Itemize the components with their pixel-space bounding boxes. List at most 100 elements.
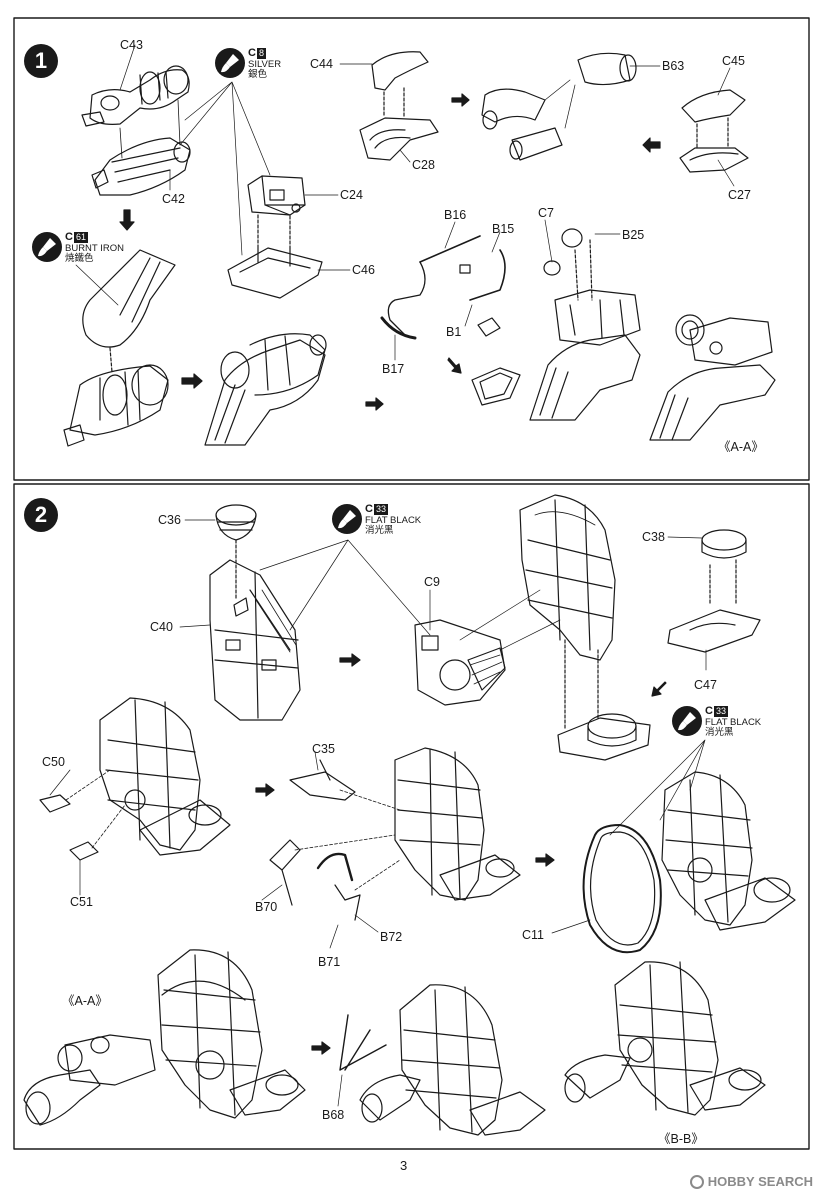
part-label-c43: C43 (120, 38, 143, 52)
bulkhead-lower-left-drawing (157, 949, 306, 1119)
flow-arrow-right (339, 653, 361, 667)
part-label-b15: B15 (492, 222, 515, 236)
part-c24-drawing (247, 175, 306, 216)
paint-number: 33 (373, 504, 388, 515)
step-2-number: 2 (24, 498, 58, 532)
paint-name-cn: 銀色 (248, 69, 268, 80)
part-label-c40: C40 (150, 620, 173, 634)
part-b1-drawing (471, 367, 521, 406)
part-c40-drawing (209, 559, 301, 721)
flow-arrow-down-left (651, 681, 667, 697)
part-label-c9: C9 (424, 575, 440, 589)
paint-code: C (365, 503, 373, 515)
paint-brush-icon (672, 706, 702, 736)
step-1-number: 1 (24, 44, 58, 78)
paint-brush-icon (332, 504, 362, 534)
part-label-c42: C42 (162, 192, 185, 206)
engine-subassembly-drawing (63, 347, 169, 447)
step-2-frame (13, 483, 810, 1150)
paint-name: BURNT IRON (65, 242, 124, 254)
part-c27-drawing (679, 117, 749, 173)
flow-arrow-right (451, 93, 470, 107)
flow-arrow-right (365, 397, 384, 411)
base-plate-drawing (557, 713, 651, 761)
part-c44-drawing (371, 51, 429, 91)
part-label-b71: B71 (318, 955, 341, 969)
part-label-b72: B72 (380, 930, 403, 944)
flow-arrow-right (181, 373, 203, 389)
paint-name: FLAT BLACK (705, 716, 762, 728)
paint-number: 8 (256, 48, 266, 59)
section-label-a-a: 《A-A》 (718, 440, 764, 454)
part-c28-drawing (359, 87, 439, 161)
part-label-c36: C36 (158, 513, 181, 527)
part-label-b16: B16 (444, 208, 467, 222)
part-label-c27: C27 (728, 188, 751, 202)
flow-arrow-right (311, 1041, 331, 1055)
bulkhead-c50-c51-drawing (39, 697, 231, 861)
engine-assembly-complete-drawing (649, 314, 776, 441)
part-label-c35: C35 (312, 742, 335, 756)
part-c38-drawing (701, 529, 747, 559)
watermark-text: HOBBY SEARCH (707, 1174, 813, 1189)
paint-name-cn: 焼鐵色 (65, 253, 94, 264)
part-label-c38: C38 (642, 530, 665, 544)
engine-with-duct-drawing (204, 333, 327, 446)
part-label-c7: C7 (538, 206, 554, 220)
paint-code: C (248, 47, 256, 59)
part-label-c50: C50 (42, 755, 65, 769)
part-c9-drawing (414, 619, 506, 706)
part-c43-drawing (81, 65, 190, 127)
page-number: 3 (400, 1158, 408, 1173)
paint-number: 33 (713, 706, 728, 717)
part-b63-drawing (481, 52, 637, 161)
part-label-b63: B63 (662, 59, 685, 73)
bulkhead-c35-drawing (269, 747, 521, 921)
watermark: HOBBY SEARCH (689, 1174, 813, 1189)
step-1-frame (13, 17, 810, 481)
bulkhead-drawing (519, 494, 616, 661)
part-label-c51: C51 (70, 895, 93, 909)
section-a-a-assembly-drawing (23, 1034, 156, 1126)
part-c47-drawing (667, 559, 761, 653)
paint-brush-icon (215, 48, 245, 78)
paint-code: C (65, 231, 73, 243)
flow-arrow-down-left (447, 357, 462, 374)
paint-brush-icon (32, 232, 62, 262)
part-label-c47: C47 (694, 678, 717, 692)
part-c45-drawing (681, 89, 746, 123)
engine-assembly-step1-drawing (529, 228, 641, 421)
bulkhead-lower-center-drawing (359, 984, 546, 1136)
bulkhead-assembly-c11-drawing (661, 771, 796, 931)
paint-code: C (705, 705, 713, 717)
part-label-c11: C11 (522, 928, 545, 942)
part-label-c24: C24 (340, 188, 363, 202)
hobby-search-logo-icon (689, 1174, 704, 1189)
part-label-c44: C44 (310, 57, 333, 71)
section-label-a-a-step2: 《A-A》 (62, 994, 108, 1008)
part-b16-b15-b17-drawing (380, 235, 506, 340)
part-c11-ring-drawing (582, 824, 662, 954)
part-c42-drawing (91, 137, 191, 196)
section-b-b-assembly-drawing (564, 961, 766, 1116)
part-label-b17: B17 (382, 362, 405, 376)
paint-number: 61 (73, 232, 88, 243)
b68-rods-drawing (339, 1014, 387, 1071)
part-label-c46: C46 (352, 263, 375, 277)
paint-name: FLAT BLACK (365, 514, 422, 526)
part-label-b1: B1 (446, 325, 462, 339)
part-label-b70: B70 (255, 900, 278, 914)
flow-arrow-right (535, 853, 555, 867)
flow-arrow-left (642, 137, 661, 153)
paint-name: SILVER (248, 58, 282, 70)
flow-arrow-down (119, 209, 135, 231)
part-label-c45: C45 (722, 54, 745, 68)
part-label-b25: B25 (622, 228, 645, 242)
part-label-c28: C28 (412, 158, 435, 172)
flow-arrow-right (255, 783, 275, 797)
section-label-b-b: 《B-B》 (658, 1132, 704, 1146)
